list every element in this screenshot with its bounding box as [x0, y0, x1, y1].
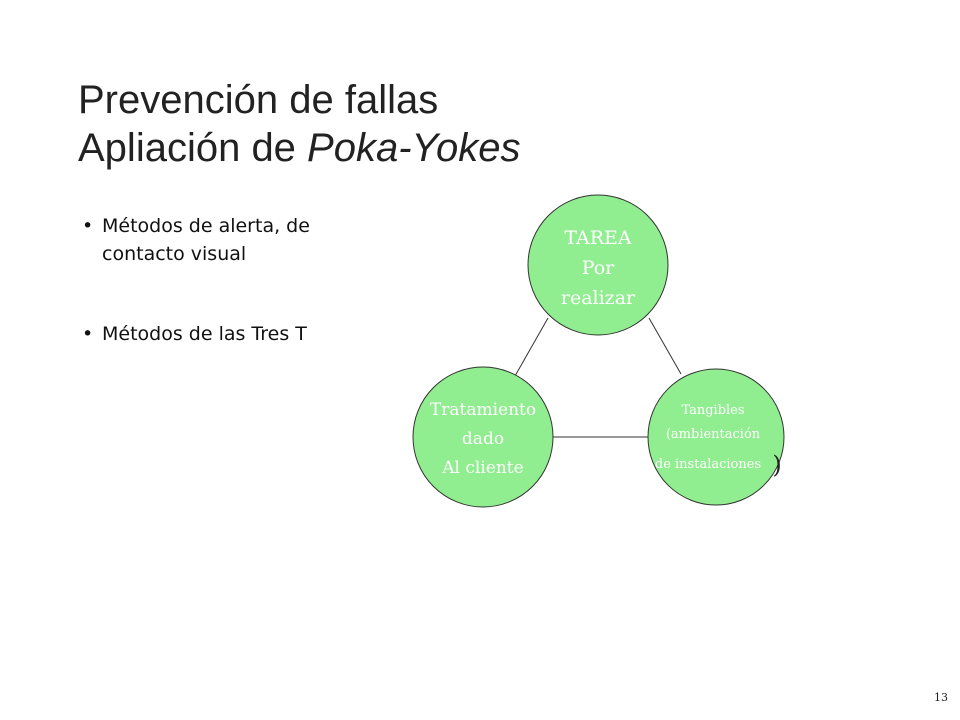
bullet-item-three-t-methods: • Métodos de las Tres T	[80, 320, 380, 348]
node-tarea-line-3: realizar	[561, 287, 636, 309]
node-tarea: TAREA Por realizar	[527, 194, 669, 336]
bullet-dot-icon: •	[82, 215, 94, 237]
slide-title: Prevención de fallas Apliación de Poka-Y…	[78, 76, 521, 172]
bullet-text-line-1: Métodos de alerta, de	[102, 215, 310, 237]
connector-tarea-tangibles	[648, 317, 682, 375]
node-tarea-line-1: TAREA	[564, 227, 632, 249]
bullet-text-line-1: Métodos de las Tres T	[102, 323, 307, 345]
bullet-text-line-2: contacto visual	[102, 243, 247, 265]
node-tangibles-line-2: (ambientación	[666, 427, 761, 442]
node-tangibles-line-3: de instalaciones	[655, 457, 761, 472]
node-tarea-line-2: Por	[582, 257, 615, 279]
node-tratamiento-line-1: Tratamiento	[430, 400, 536, 420]
title-line-1: Prevención de fallas	[78, 78, 439, 122]
page-number: 13	[934, 691, 948, 704]
node-tangibles-circle	[647, 368, 785, 506]
bullet-item-alert-methods: • Métodos de alerta, de contacto visual	[80, 212, 380, 268]
node-tratamiento-line-3: Al cliente	[441, 458, 523, 478]
bullet-dot-icon: •	[82, 323, 94, 345]
title-line-2: Apliación de Poka-Yokes	[78, 124, 521, 172]
node-tarea-circle	[527, 194, 669, 336]
connector-tarea-tratamiento	[514, 317, 549, 377]
bullet-list: • Métodos de alerta, de contacto visual …	[80, 212, 380, 348]
node-tratamiento-line-2: dado	[462, 429, 504, 449]
title-line-2-prefix: Apliación de	[78, 126, 308, 170]
node-tratamiento: Tratamiento dado Al cliente	[412, 366, 554, 508]
title-line-2-italic: Poka-Yokes	[307, 126, 521, 170]
node-tangibles-line-1: Tangibles	[681, 403, 744, 418]
node-tangibles-closing-paren: )	[772, 451, 781, 479]
node-tangibles: Tangibles (ambientación de instalaciones…	[647, 368, 785, 506]
node-tratamiento-circle	[412, 366, 554, 508]
